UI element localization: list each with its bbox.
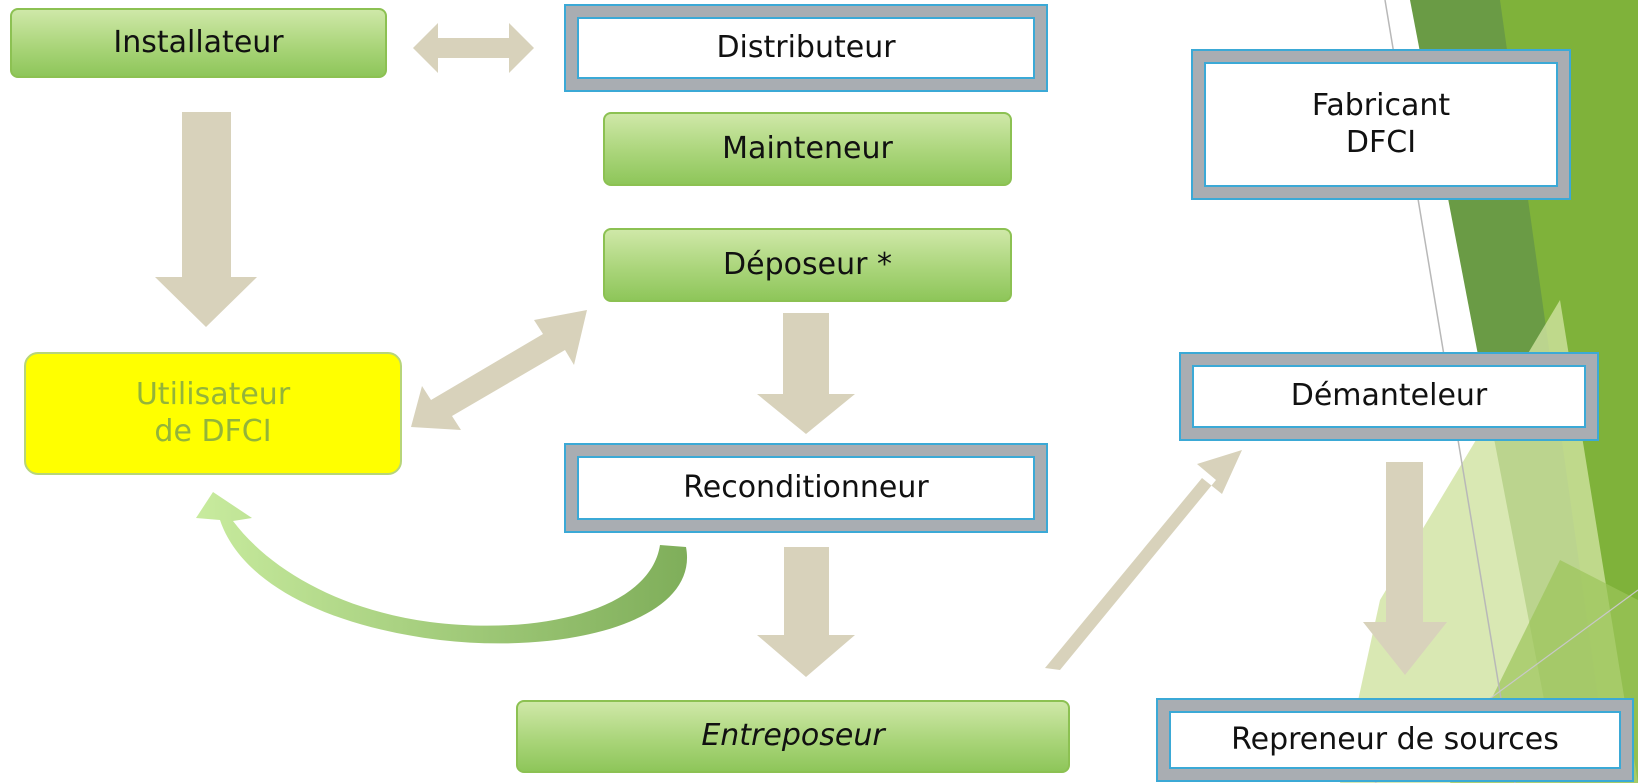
utilisateur-box: Utilisateur de DFCI: [24, 352, 402, 475]
utilisateur-label-line2: de DFCI: [154, 413, 272, 449]
demanteleur-box: Démanteleur: [1181, 354, 1597, 439]
entreposeur-box: Entreposeur: [516, 700, 1070, 773]
demanteleur-label: Démanteleur: [1290, 378, 1488, 414]
entreposeur-label: Entreposeur: [701, 718, 885, 754]
utilisateur-label-line1: Utilisateur: [135, 376, 291, 412]
reconditionneur-label: Reconditionneur: [683, 469, 929, 505]
arrow-deposeur-reconditionneur: [757, 313, 855, 434]
fabricant-label-line1: Fabricant: [1311, 87, 1451, 123]
fabricant-label-line2: DFCI: [1345, 124, 1417, 160]
fabricant-box: Fabricant DFCI: [1193, 51, 1569, 198]
curved-arrow-reconditionneur-utilisateur: [196, 492, 688, 644]
arrow-entreposeur-demanteleur: [1045, 450, 1242, 670]
mainteneur-label: Mainteneur: [722, 130, 893, 166]
installateur-label: Installateur: [113, 24, 284, 60]
arrow-installateur-distributeur: [413, 23, 534, 73]
distributeur-box: Distributeur: [566, 6, 1046, 90]
reconditionneur-box: Reconditionneur: [566, 445, 1046, 531]
arrow-demanteleur-repreneur: [1363, 462, 1447, 675]
arrow-installateur-utilisateur: [155, 112, 257, 327]
repreneur-box: Repreneur de sources: [1158, 700, 1632, 780]
distributeur-label: Distributeur: [716, 29, 896, 65]
mainteneur-box: Mainteneur: [603, 112, 1012, 186]
deposeur-box: Déposeur *: [603, 228, 1012, 302]
deposeur-label: Déposeur *: [723, 246, 892, 282]
arrow-reconditionneur-entreposeur: [757, 547, 855, 677]
repreneur-label: Repreneur de sources: [1231, 721, 1559, 757]
arrow-deposeur-utilisateur: [411, 310, 587, 430]
installateur-box: Installateur: [10, 8, 387, 78]
